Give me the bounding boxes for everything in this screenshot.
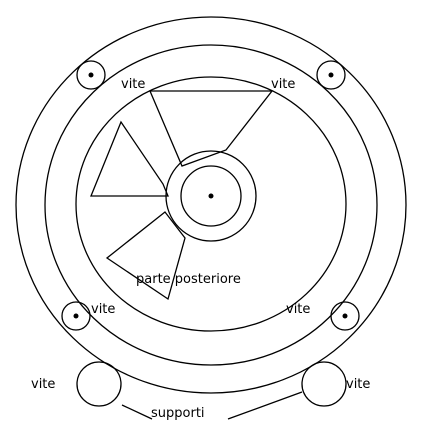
support-foot-left (76, 361, 122, 407)
fan-blade-top (149, 90, 274, 167)
outer-ring (15, 16, 407, 394)
hub-inner (180, 165, 242, 227)
support-foot-right (301, 361, 347, 407)
inner-ring (75, 76, 347, 332)
screw-hole-bottom-right (330, 301, 360, 331)
label-supports: supporti (151, 406, 205, 421)
label-screw-support-left: vite (31, 377, 56, 392)
middle-ring (44, 44, 378, 366)
hub-center-dot (208, 193, 214, 199)
support-line-left (121, 404, 153, 420)
screw-hole-bottom-left (61, 301, 91, 331)
label-screw-top-left: vite (121, 77, 146, 92)
label-screw-bottom-left: vite (91, 302, 116, 317)
screw-hole-top-left (76, 60, 106, 90)
fan-blade-left (90, 120, 169, 197)
screw-dot-top-left (88, 72, 94, 78)
support-line-right (227, 391, 303, 420)
screw-dot-bottom-left (73, 313, 79, 319)
label-screw-top-right: vite (271, 77, 296, 92)
screw-dot-bottom-right (342, 313, 348, 319)
label-back-side: parte posteriore (136, 272, 241, 287)
label-screw-bottom-right: vite (286, 302, 311, 317)
screw-hole-top-right (316, 60, 346, 90)
fan-blade-bottom (105, 211, 186, 301)
label-screw-support-right: vite (346, 377, 371, 392)
screw-dot-top-right (328, 72, 334, 78)
hub-outer (165, 150, 257, 242)
